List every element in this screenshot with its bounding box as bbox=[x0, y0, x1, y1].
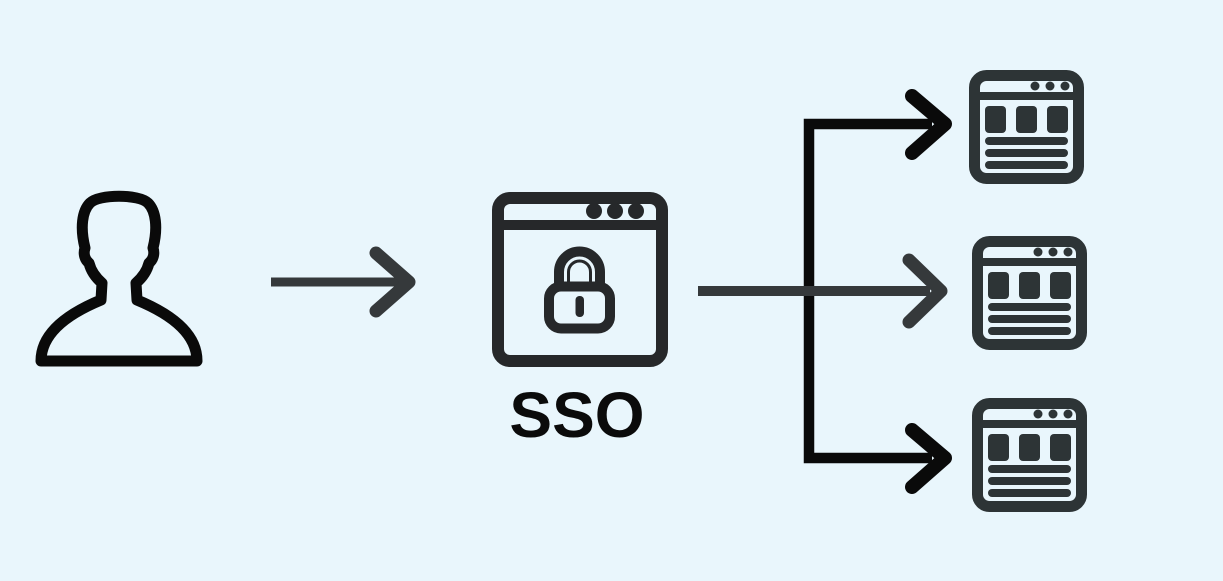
arrowhead-icon-bottom bbox=[905, 423, 952, 494]
app-window-icon-1 bbox=[975, 76, 1079, 179]
sso-browser-window-icon bbox=[492, 192, 668, 367]
keyhole-icon bbox=[575, 296, 584, 317]
arrowhead-icon-middle bbox=[902, 253, 948, 329]
sso-label: SSO bbox=[509, 379, 644, 451]
app-window-icon-2 bbox=[978, 242, 1082, 345]
arrow-user-to-sso bbox=[271, 246, 416, 318]
arrowhead-icon-top bbox=[905, 89, 952, 160]
user-silhouette-icon bbox=[35, 190, 203, 367]
arrow-sso-to-apps bbox=[698, 253, 948, 329]
padlock-icon bbox=[544, 246, 615, 334]
arrowhead-icon bbox=[369, 246, 416, 318]
app-window-icon-3 bbox=[978, 404, 1082, 507]
sso-window-frame bbox=[492, 192, 668, 367]
window-controls-dots-icon bbox=[586, 203, 644, 219]
